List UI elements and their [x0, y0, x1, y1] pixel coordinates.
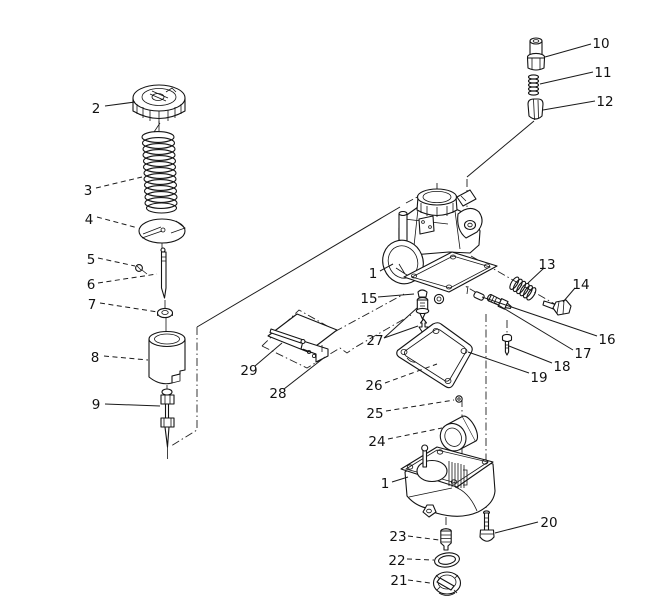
part-16-pin — [473, 291, 485, 301]
callout-17: 17 — [574, 346, 591, 362]
callout-2: 2 — [92, 101, 101, 117]
part-13-idle-spring — [509, 276, 537, 301]
callout-23: 23 — [389, 529, 406, 545]
callout-5: 5 — [87, 252, 96, 268]
part-25-float-pin — [455, 395, 463, 403]
part-1-float-bowl — [400, 444, 496, 518]
part-7-washer — [156, 307, 174, 319]
part-21-drain-plug — [432, 571, 462, 596]
part-1-carburetor-body — [382, 188, 498, 299]
callout-labels: 2 3 4 5 6 7 8 9 10 11 12 1 15 13 14 16 1… — [84, 36, 616, 589]
part-3-throttle-spring — [141, 122, 178, 214]
callout-15: 15 — [360, 291, 377, 307]
part-9-needle-jet — [160, 388, 175, 459]
part-11-adjuster-spring — [527, 74, 540, 96]
callout-20: 20 — [540, 515, 557, 531]
callout-11: 11 — [594, 65, 611, 81]
callout-28: 28 — [269, 386, 286, 402]
callout-3: 3 — [84, 183, 93, 199]
part-6-jet-needle — [160, 247, 167, 299]
callout-14: 14 — [572, 277, 589, 293]
part-22-o-ring — [434, 552, 460, 568]
assembly-axis-lines — [158, 120, 561, 529]
callout-4: 4 — [85, 212, 94, 228]
part-20-bowl-screw — [479, 510, 495, 542]
callout-19: 19 — [530, 370, 547, 386]
part-12-adjuster-cap — [527, 98, 544, 121]
callout-18: 18 — [553, 359, 570, 375]
part-18-screw — [501, 333, 513, 356]
part-24-float — [439, 415, 479, 452]
part-17-pilot-jet — [486, 294, 512, 310]
part-15-valve-clip — [417, 289, 428, 298]
callout-1-body: 1 — [369, 266, 378, 282]
part-float-needle-valve — [415, 297, 430, 320]
callout-10: 10 — [592, 36, 609, 52]
callout-22: 22 — [388, 553, 405, 569]
callout-13: 13 — [538, 257, 555, 273]
callout-1-bowl: 1 — [381, 476, 390, 492]
callout-7: 7 — [88, 297, 97, 313]
part-5-screw — [135, 264, 148, 275]
part-29-rod — [269, 328, 306, 345]
leader-lines — [95, 43, 598, 584]
callout-8: 8 — [91, 350, 100, 366]
callout-26: 26 — [365, 378, 382, 394]
part-10-cable-adjuster — [526, 37, 546, 71]
part-28-plate-assembly — [267, 313, 338, 363]
callout-6: 6 — [87, 277, 96, 293]
callout-27: 27 — [366, 333, 383, 349]
callout-25: 25 — [366, 406, 383, 422]
callout-21: 21 — [390, 573, 407, 589]
callout-24: 24 — [368, 434, 385, 450]
part-27-washer — [433, 293, 445, 305]
part-23-main-jet — [440, 528, 452, 551]
part-4-spring-seat-plate — [138, 218, 186, 244]
part-14-idle-screw — [542, 299, 572, 316]
callout-29: 29 — [240, 363, 257, 379]
part-26-bowl-gasket — [396, 322, 473, 389]
callout-16: 16 — [598, 332, 615, 348]
part-8-throttle-slide — [148, 330, 186, 385]
callout-9: 9 — [92, 397, 101, 413]
part-2-carb-cap — [132, 84, 186, 123]
callout-12: 12 — [596, 94, 613, 110]
